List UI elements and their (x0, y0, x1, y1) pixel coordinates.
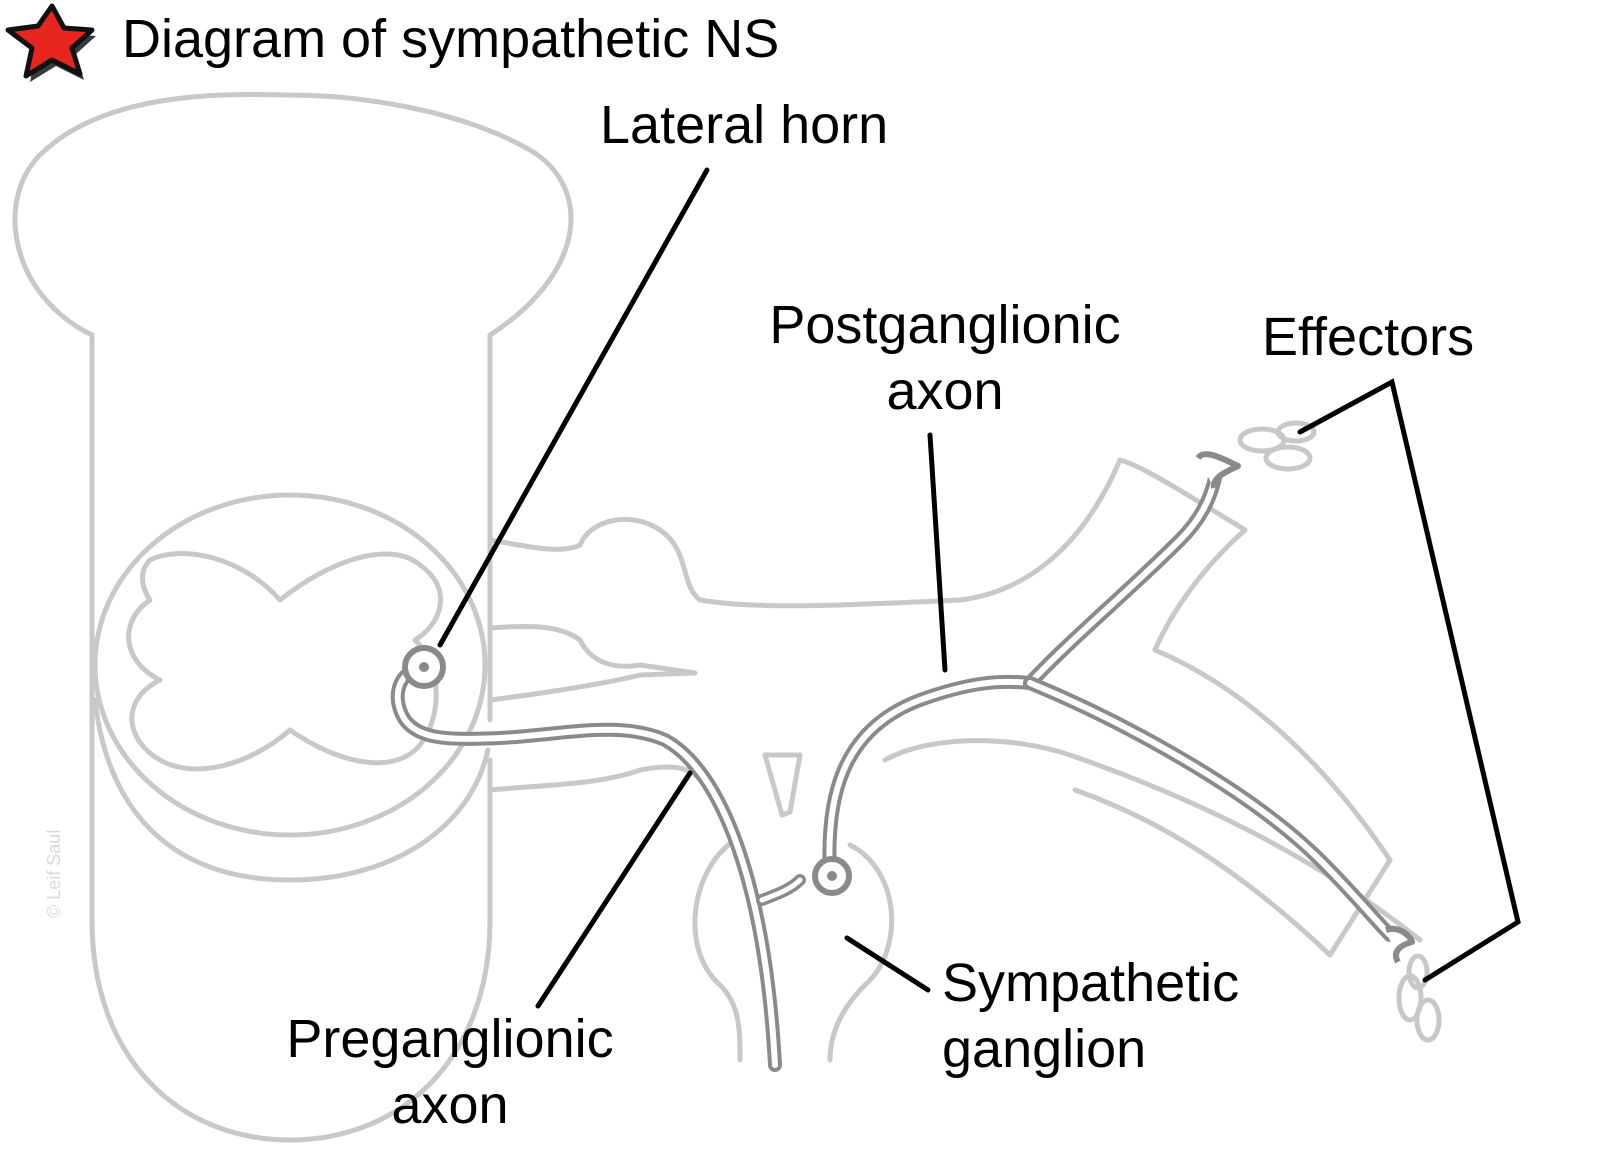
nerve-branch-upper (1117, 457, 1248, 653)
label-postganglionic-line1: Postganglionic (769, 295, 1121, 355)
label-preganglionic-line2: axon (391, 1075, 509, 1135)
label-lateral-horn: Lateral horn (600, 92, 888, 158)
label-postganglionic-axon: Postganglionic axon (755, 292, 1135, 424)
label-postganglionic-line2: axon (886, 361, 1004, 421)
label-effectors-text: Effectors (1262, 307, 1475, 367)
postganglionic-axon (822, 674, 1037, 882)
label-effectors: Effectors (1262, 304, 1474, 370)
page-title: Diagram of sympathetic NS (122, 9, 780, 69)
image-credit: © Leif Saul (44, 829, 64, 918)
nerve-arch (882, 738, 1423, 943)
cord-cross-section (92, 492, 488, 838)
label-preganglionic-axon: Preganglionic axon (280, 1006, 620, 1138)
ganglion-outline (692, 837, 743, 1063)
gray-matter-outline (126, 551, 443, 772)
leader-lateral-horn (437, 167, 710, 648)
effector-cells-lower (1396, 953, 1442, 1043)
label-sympathetic-ganglion: Sympathetic ganglion (942, 950, 1239, 1082)
star-icon (5, 3, 96, 82)
effector-cells-upper (1237, 420, 1317, 472)
label-sympathetic-line1: Sympathetic (942, 953, 1240, 1013)
spinal-cord-outline (12, 92, 574, 723)
leader-preganglionic (535, 770, 693, 1009)
label-sympathetic-line2: ganglion (942, 1019, 1147, 1079)
label-lateral-horn-text: Lateral horn (600, 95, 889, 155)
leader-effectors (1297, 378, 1521, 983)
label-preganglionic-line1: Preganglionic (286, 1009, 614, 1069)
leader-postganglionic (927, 432, 948, 673)
leader-sympathetic-ganglion (844, 935, 931, 993)
